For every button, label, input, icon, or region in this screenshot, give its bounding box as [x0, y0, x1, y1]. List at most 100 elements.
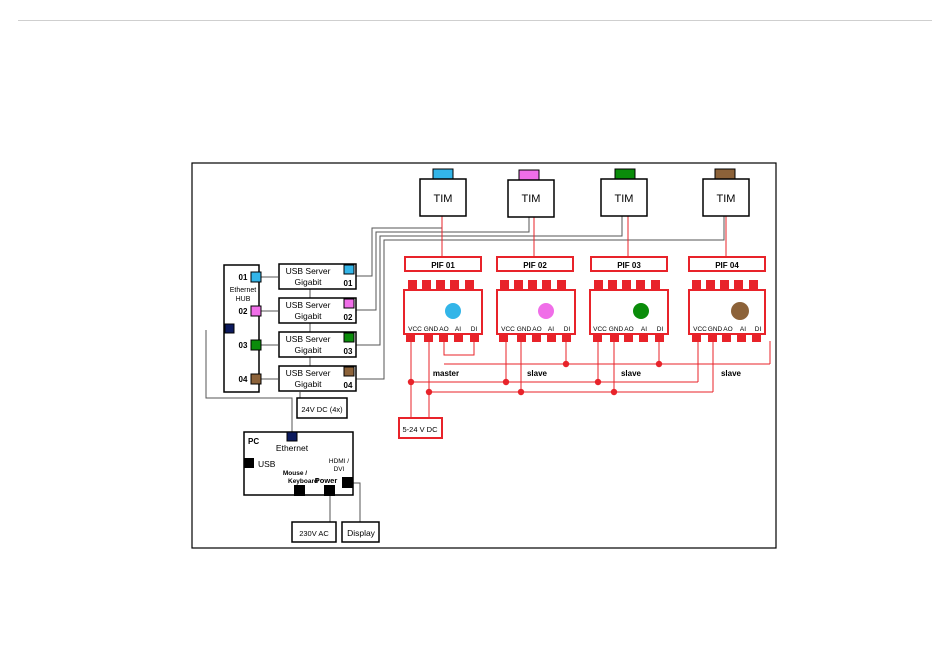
pif-03-pin-vcc: VCC: [593, 326, 607, 333]
usb-server-01-line1: USB Server: [286, 266, 331, 276]
display-label: Display: [347, 528, 376, 538]
pif-02-pin-di: DI: [564, 326, 571, 333]
hub-port-02-label: 02: [239, 307, 248, 316]
pif-03-pin-gnd: GND: [609, 326, 624, 333]
hub-label-line1: Ethernet: [230, 287, 257, 294]
hub-port-03: [250, 339, 262, 351]
pif-04-pin-gnd: GND: [708, 326, 723, 333]
pif-02: PIF 02 VCC GND AO AI DI slave: [496, 256, 576, 378]
pc-hdmi-label-line2: DVI: [334, 466, 345, 473]
tim-02-label: TIM: [522, 193, 541, 205]
power-5-24v: 5-24 V DC: [398, 417, 443, 439]
power-230v-label: 230V AC: [299, 529, 329, 538]
pif-01: PIF 01 VCC GND AO AI DI master: [403, 256, 483, 378]
pif-bus-wires: [410, 341, 771, 428]
usb-server-03: USB Server Gigabit 03: [278, 331, 357, 358]
pc-usb-port: [244, 458, 254, 468]
power-24v-label: 24V DC (4x): [301, 405, 343, 414]
pc-mouse-label-line1: Mouse /: [283, 470, 307, 477]
pif-03-indicator: [633, 303, 649, 319]
pif-02-label: PIF 02: [523, 261, 547, 270]
pc-ethernet-label: Ethernet: [276, 443, 309, 453]
usb-server-02-line1: USB Server: [286, 300, 331, 310]
pif-01-pin-vcc: VCC: [408, 326, 422, 333]
pif-03-label: PIF 03: [617, 261, 641, 270]
pc-hdmi-label-line1: HDMI /: [329, 458, 349, 465]
pif-02-pin-ao: AO: [532, 326, 541, 333]
pif-02-role: slave: [527, 369, 548, 378]
tim-03-label: TIM: [615, 193, 634, 205]
usb-server-04-port: [343, 366, 355, 377]
pif-02-pin-ai: AI: [548, 326, 554, 333]
pif-01-indicator: [445, 303, 461, 319]
tim-01-connector: [432, 168, 454, 180]
pif-03-role: slave: [621, 369, 642, 378]
pc-power-port: [324, 485, 335, 496]
pif-04-label: PIF 04: [715, 261, 739, 270]
pif-04-role: slave: [721, 369, 742, 378]
ethernet-hub: Ethernet HUB 01 02 03 04: [223, 264, 262, 393]
pif-03-pin-ao: AO: [624, 326, 633, 333]
pc: PC Ethernet USB Mouse / Keyboard Power H…: [243, 431, 354, 496]
pc-title: PC: [248, 437, 259, 446]
display: Display: [341, 521, 380, 543]
pif-03-pin-ai: AI: [641, 326, 647, 333]
pif-03: PIF 03 VCC GND AO AI DI slave: [589, 256, 669, 378]
pc-usb-label: USB: [258, 459, 276, 469]
pif-04-pin-di: DI: [755, 326, 762, 333]
hub-port-01: [250, 271, 262, 283]
hub-port-02: [250, 305, 262, 317]
usb-server-02-line2: Gigabit: [295, 311, 323, 321]
usb-server-02-port: [343, 298, 355, 309]
tim-pif-wires: [441, 216, 727, 257]
pif-04-pin-ao: AO: [723, 326, 732, 333]
pif-01-pin-ao: AO: [439, 326, 448, 333]
pif-01-pin-ai: AI: [455, 326, 461, 333]
usb-server-02: USB Server Gigabit 02: [278, 297, 357, 324]
pc-mouse-label-line2: Keyboard: [288, 478, 318, 485]
pc-mouse-keyboard-port: [294, 485, 305, 496]
power-230v-ac: 230V AC: [291, 521, 337, 543]
usb-server-03-line1: USB Server: [286, 334, 331, 344]
pif-02-indicator: [538, 303, 554, 319]
pif-04: PIF 04 VCC GND AO AI DI slave: [688, 256, 766, 378]
usb-server-02-number: 02: [344, 313, 353, 322]
pc-power-label: Power: [315, 476, 338, 485]
usb-server-03-line2: Gigabit: [295, 345, 323, 355]
pif-01-pin-di: DI: [471, 326, 478, 333]
usb-server-04: USB Server Gigabit 04: [278, 365, 357, 392]
hub-port-04-label: 04: [239, 375, 248, 384]
usb-server-04-line2: Gigabit: [295, 379, 323, 389]
tim-04-label: TIM: [717, 193, 736, 205]
usb-server-04-number: 04: [344, 381, 353, 390]
usb-server-01-number: 01: [344, 279, 353, 288]
usb-server-03-port: [343, 332, 355, 343]
pc-ethernet-port: [286, 431, 298, 442]
pif-01-label: PIF 01: [431, 261, 455, 270]
bus-junctions: [407, 360, 663, 396]
pif-01-role: master: [433, 369, 459, 378]
tim-02: TIM: [507, 169, 555, 218]
usb-server-01-port: [343, 264, 355, 275]
pc-hdmi-port: [342, 477, 353, 488]
tim-02-connector: [518, 169, 540, 181]
top-divider-line: [18, 20, 932, 21]
power-5-24v-label: 5-24 V DC: [402, 425, 438, 434]
usb-server-04-line1: USB Server: [286, 368, 331, 378]
tim-03-connector: [614, 168, 636, 180]
hub-port-03-label: 03: [239, 341, 248, 350]
pif-01-pin-gnd: GND: [424, 326, 439, 333]
usb-server-01-line2: Gigabit: [295, 277, 323, 287]
hub-label-line2: HUB: [236, 296, 251, 303]
tim-04-connector: [714, 168, 736, 180]
hub-port-04: [250, 373, 262, 385]
hub-uplink-port: [224, 323, 235, 334]
tim-01: TIM: [419, 168, 467, 217]
usb-server-01: USB Server Gigabit 01: [278, 263, 357, 290]
hub-port-01-label: 01: [239, 273, 248, 282]
tim-03: TIM: [600, 168, 648, 217]
pif-04-pin-ai: AI: [740, 326, 746, 333]
pif-04-indicator: [731, 302, 749, 320]
usb-server-03-number: 03: [344, 347, 353, 356]
tim-04: TIM: [702, 168, 750, 217]
